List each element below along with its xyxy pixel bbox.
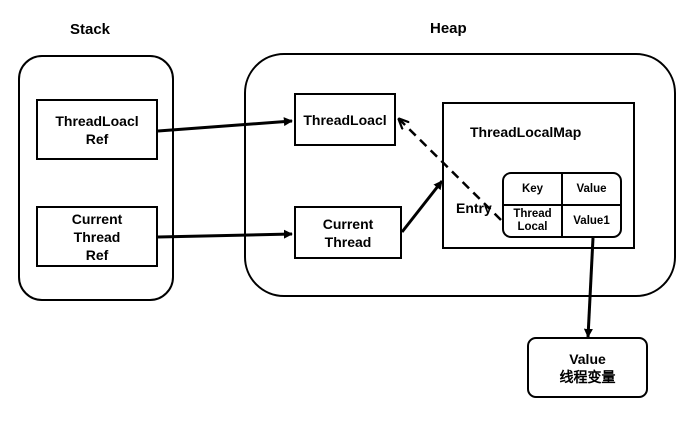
- arrow-ref-to-current-thread: [157, 229, 293, 239]
- value-box-sublabel: 线程变量: [559, 368, 616, 385]
- value-box-label: Value: [569, 350, 606, 367]
- table-divider-vertical: [561, 174, 563, 236]
- threadlocal-ref-box: ThreadLoacl Ref: [36, 99, 158, 160]
- arrow-key-weak-ref-to-threadlocal: [399, 119, 502, 221]
- key-cell: Thread Local: [513, 208, 552, 233]
- current-thread-box: Current Thread: [294, 206, 402, 259]
- entry-label: Entry: [456, 200, 492, 216]
- key-header-cell: Key: [521, 182, 544, 195]
- heap-title: Heap: [430, 20, 467, 37]
- entry-table: Key Value Thread Local Value1: [502, 172, 622, 238]
- value-cell: Value1: [573, 214, 610, 227]
- value-box: Value 线程变量: [527, 337, 648, 398]
- current-thread-ref-box: Current Thread Ref: [36, 206, 158, 267]
- threadlocalmap-title: ThreadLocalMap: [470, 124, 582, 140]
- value-header-cell: Value: [576, 182, 607, 195]
- stack-title: Stack: [70, 21, 111, 38]
- threadlocal-box: ThreadLoacl: [294, 93, 396, 146]
- arrow-value1-to-value: [583, 237, 595, 338]
- arrow-current-thread-to-map: [400, 180, 444, 233]
- arrow-ref-to-threadlocal: [157, 117, 293, 133]
